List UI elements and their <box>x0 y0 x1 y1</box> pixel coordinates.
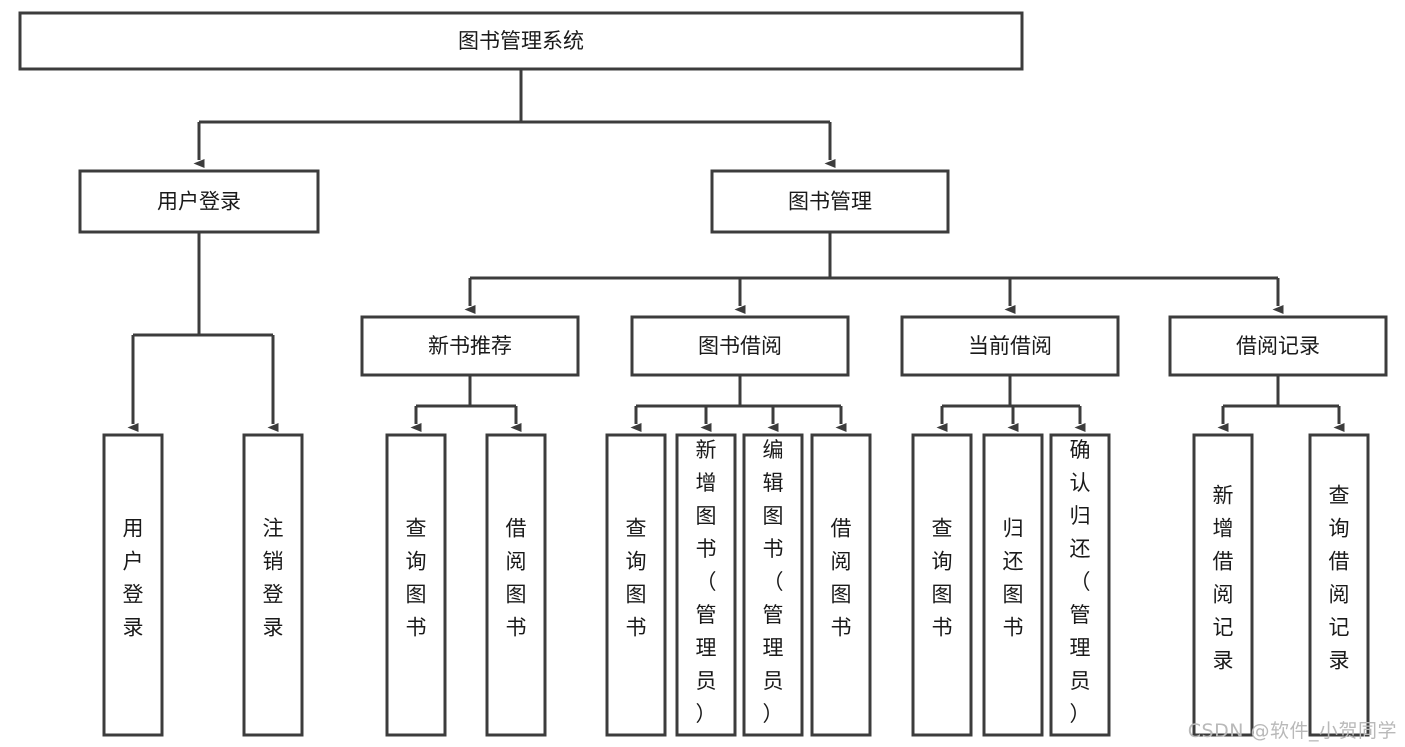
node-label-root: 图书管理系统 <box>458 29 584 53</box>
node-label-leaf-edit-book: 编辑图书（管理员） <box>763 438 784 726</box>
node-label-borrow-record: 借阅记录 <box>1236 334 1320 358</box>
node-box-leaf-confirm-return <box>1049 433 1111 737</box>
node-box-leaf-query-book-borrow <box>605 433 667 737</box>
node-leaf-add-book[interactable]: 新增图书（管理员） <box>675 433 737 737</box>
node-box-borrow-record <box>1168 315 1388 377</box>
node-label-leaf-borrow-book-recommend: 借阅图书 <box>506 517 527 640</box>
node-box-root <box>18 11 1024 71</box>
edge-group-user-login <box>127 232 279 432</box>
node-label-leaf-user-logout: 注销登录 <box>263 517 284 640</box>
node-leaf-query-book-borrow[interactable]: 查询图书 <box>605 433 667 737</box>
node-label-leaf-query-borrow-record: 查询借阅记录 <box>1329 484 1350 673</box>
node-box-leaf-add-borrow-record <box>1192 433 1254 737</box>
node-box-new-book-recommend <box>360 315 580 377</box>
node-box-leaf-add-book <box>675 433 737 737</box>
node-box-leaf-return-book <box>982 433 1044 737</box>
node-label-leaf-query-book-recommend: 查询图书 <box>406 517 427 640</box>
node-leaf-query-book-recommend[interactable]: 查询图书 <box>385 433 447 737</box>
node-leaf-borrow-book-recommend[interactable]: 借阅图书 <box>485 433 547 737</box>
node-box-leaf-query-borrow-record <box>1308 433 1370 737</box>
node-leaf-query-book-current[interactable]: 查询图书 <box>911 433 973 737</box>
edges-layer <box>127 69 1345 432</box>
node-book-borrow[interactable]: 图书借阅 <box>630 315 850 377</box>
node-label-leaf-return-book: 归还图书 <box>1003 517 1024 640</box>
node-new-book-recommend[interactable]: 新书推荐 <box>360 315 580 377</box>
node-box-book-borrow <box>630 315 850 377</box>
node-user-login[interactable]: 用户登录 <box>78 169 320 234</box>
node-label-leaf-query-book-current: 查询图书 <box>932 517 953 640</box>
node-box-book-manage <box>710 169 950 234</box>
node-label-leaf-confirm-return: 确认归还（管理员） <box>1070 438 1091 726</box>
node-leaf-borrow-book[interactable]: 借阅图书 <box>810 433 872 737</box>
nodes-layer: 图书管理系统用户登录图书管理新书推荐图书借阅当前借阅借阅记录用户登录注销登录查询… <box>18 11 1388 737</box>
node-leaf-confirm-return[interactable]: 确认归还（管理员） <box>1049 433 1111 737</box>
node-leaf-return-book[interactable]: 归还图书 <box>982 433 1044 737</box>
node-label-leaf-query-book-borrow: 查询图书 <box>626 517 647 640</box>
node-label-book-manage: 图书管理 <box>788 190 872 214</box>
node-label-leaf-user-login: 用户登录 <box>123 517 144 640</box>
node-box-leaf-user-login <box>102 433 164 737</box>
node-label-leaf-add-book: 新增图书（管理员） <box>696 438 717 726</box>
node-box-leaf-user-logout <box>242 433 304 737</box>
node-box-user-login <box>78 169 320 234</box>
node-box-leaf-edit-book <box>742 433 804 737</box>
node-leaf-user-login[interactable]: 用户登录 <box>102 433 164 737</box>
edge-group-current-borrow <box>936 375 1086 432</box>
node-label-leaf-add-borrow-record: 新增借阅记录 <box>1213 484 1234 673</box>
node-box-current-borrow <box>900 315 1120 377</box>
node-label-user-login: 用户登录 <box>157 190 241 214</box>
edge-group-borrow-record <box>1217 375 1345 432</box>
node-borrow-record[interactable]: 借阅记录 <box>1168 315 1388 377</box>
node-book-manage[interactable]: 图书管理 <box>710 169 950 234</box>
edge-group-new-book-recommend <box>410 375 522 432</box>
node-box-leaf-query-book-current <box>911 433 973 737</box>
node-leaf-edit-book[interactable]: 编辑图书（管理员） <box>742 433 804 737</box>
node-box-leaf-borrow-book-recommend <box>485 433 547 737</box>
node-box-leaf-borrow-book <box>810 433 872 737</box>
node-leaf-query-borrow-record[interactable]: 查询借阅记录 <box>1308 433 1370 737</box>
node-label-new-book-recommend: 新书推荐 <box>428 334 512 358</box>
node-label-current-borrow: 当前借阅 <box>968 334 1052 358</box>
node-box-leaf-query-book-recommend <box>385 433 447 737</box>
node-current-borrow[interactable]: 当前借阅 <box>900 315 1120 377</box>
edge-group-root <box>193 69 836 168</box>
node-root[interactable]: 图书管理系统 <box>18 11 1024 71</box>
node-leaf-user-logout[interactable]: 注销登录 <box>242 433 304 737</box>
node-label-leaf-borrow-book: 借阅图书 <box>831 517 852 640</box>
edge-group-book-manage <box>464 232 1284 314</box>
node-leaf-add-borrow-record[interactable]: 新增借阅记录 <box>1192 433 1254 737</box>
edge-group-book-borrow <box>630 375 847 432</box>
node-label-book-borrow: 图书借阅 <box>698 334 782 358</box>
